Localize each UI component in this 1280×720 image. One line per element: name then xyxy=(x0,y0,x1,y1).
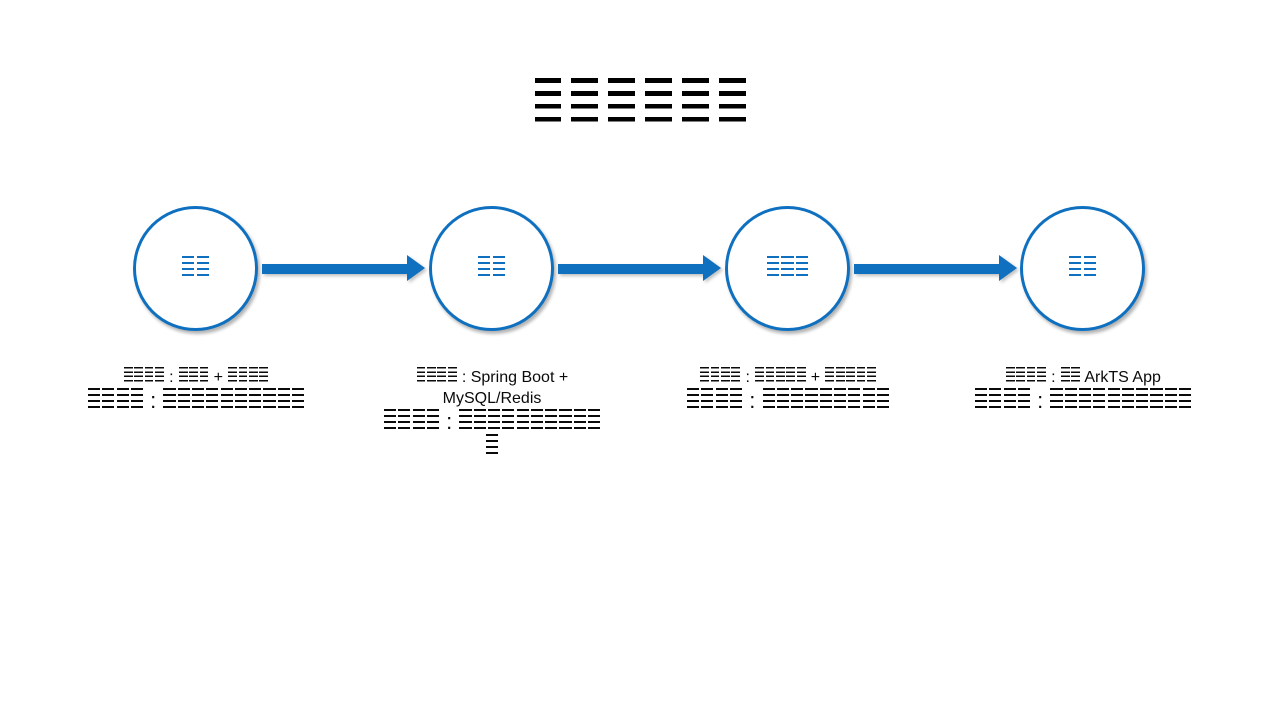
flow-arrow-1 xyxy=(262,255,425,282)
flow-arrow-2 xyxy=(558,255,721,282)
step-circle-1-label xyxy=(181,256,210,280)
step-description-4: : ArkTS App : xyxy=(971,367,1195,413)
step-circle-3-label xyxy=(766,256,809,280)
flow-arrow-3 xyxy=(854,255,1017,282)
step-1-tech-line: : + xyxy=(84,367,308,388)
step-circle-4 xyxy=(1020,206,1145,331)
arrow-head-icon xyxy=(703,255,721,281)
step-1-detail-line: : xyxy=(84,388,308,413)
slide-title xyxy=(0,78,1280,131)
step-description-1: : + : xyxy=(84,367,308,413)
step-circle-2-label xyxy=(477,256,506,280)
arrow-shaft xyxy=(854,264,1000,274)
step-circle-3 xyxy=(725,206,850,331)
step-2-tech-line: : Spring Boot + MySQL/Redis xyxy=(380,367,604,409)
arrow-head-icon xyxy=(999,255,1017,281)
arrow-head-icon xyxy=(407,255,425,281)
step-4-tech-line: : ArkTS App xyxy=(971,367,1195,388)
step-circle-4-label xyxy=(1068,256,1097,280)
step-description-2: : Spring Boot + MySQL/Redis : xyxy=(380,367,604,459)
step-circle-1 xyxy=(133,206,258,331)
step-2-detail-line: : xyxy=(380,409,604,459)
step-circle-2 xyxy=(429,206,554,331)
step-4-detail-line: : xyxy=(971,388,1195,413)
step-description-3: : + : xyxy=(676,367,900,413)
arrow-shaft xyxy=(262,264,408,274)
step-3-detail-line: : xyxy=(676,388,900,413)
step-3-tech-line: : + xyxy=(676,367,900,388)
arrow-shaft xyxy=(558,264,704,274)
